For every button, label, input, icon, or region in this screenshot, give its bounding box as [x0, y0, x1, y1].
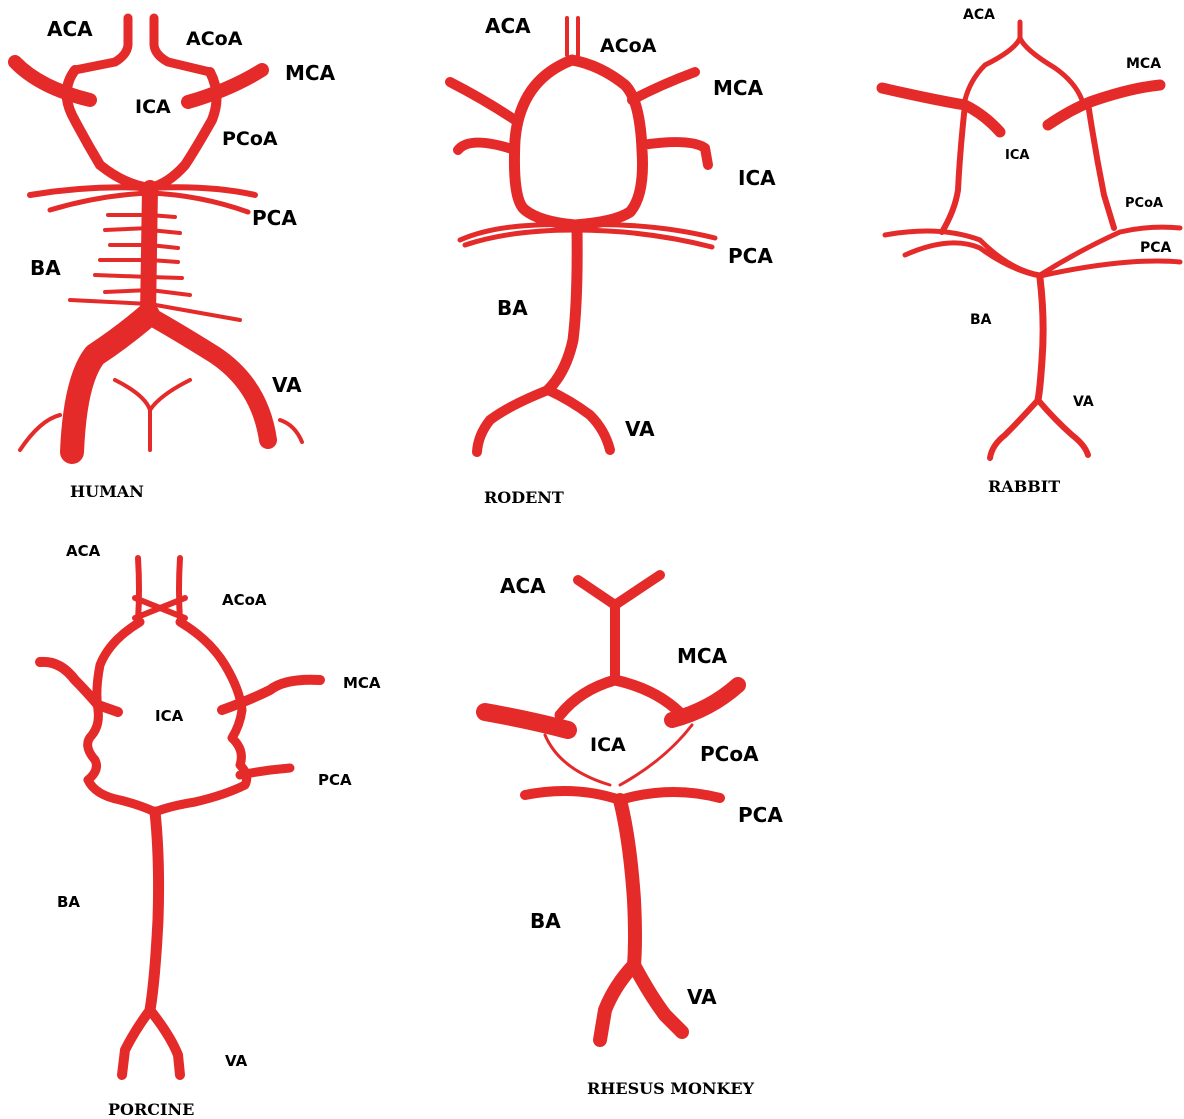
porcine-caption: PORCINE [108, 1100, 194, 1119]
human-perforators-left [70, 215, 150, 304]
rodent-va-label: VA [625, 417, 655, 441]
rabbit-mca-right [1048, 85, 1160, 125]
rodent-circle [514, 60, 642, 225]
human-va-left [72, 315, 148, 452]
rhesus-ba-label: BA [530, 909, 561, 933]
rhesus-pca-label: PCA [738, 803, 783, 827]
porcine-circle-left [88, 622, 155, 812]
porcine-pca-right [240, 768, 290, 775]
rabbit-va-label: VA [1073, 394, 1094, 410]
human-pcoa-label: PCoA [222, 128, 278, 150]
rhesus-mca-right [672, 685, 738, 720]
porcine-va-label: VA [225, 1052, 248, 1070]
human-acoa-label: ACoA [186, 28, 243, 50]
rodent-ba-label: BA [497, 296, 528, 320]
human-ica-label: ICA [135, 96, 171, 118]
rhesus-va [600, 965, 682, 1040]
porcine-ica-left [40, 662, 98, 705]
human-circle-left [67, 70, 150, 188]
panel-rodent [450, 18, 715, 452]
rodent-mca-left [450, 82, 515, 120]
rabbit-ba [1038, 278, 1043, 400]
rabbit-ica-label: ICA [1005, 148, 1029, 163]
rabbit-mca-left [882, 88, 1000, 132]
rhesus-aca [578, 575, 660, 680]
rodent-ica-right [642, 142, 708, 165]
porcine-mca-left [98, 705, 118, 712]
rabbit-aca-label: ACA [963, 7, 995, 23]
rodent-va-right [548, 390, 610, 450]
rodent-ba [548, 228, 577, 390]
rabbit-pcoa-label: PCoA [1125, 196, 1163, 211]
porcine-aca [135, 558, 185, 620]
rhesus-caption: RHESUS MONKEY [587, 1079, 755, 1098]
porcine-ba [150, 812, 159, 1010]
rodent-acoa-label: ACoA [600, 35, 657, 57]
rhesus-ica-label: ICA [590, 734, 626, 756]
human-mca-label: MCA [285, 61, 336, 85]
porcine-ba-label: BA [57, 893, 80, 911]
human-aca-label: ACA [47, 17, 93, 41]
rhesus-ba [620, 800, 635, 965]
rodent-aca [567, 18, 578, 55]
rodent-va-left [477, 390, 548, 452]
human-perforators-right [150, 215, 240, 320]
rabbit-mca-label: MCA [1126, 56, 1161, 72]
rabbit-circle-right [1088, 103, 1114, 228]
human-pca-label: PCA [252, 206, 297, 230]
rhesus-mca-label: MCA [677, 644, 728, 668]
rabbit-pca [885, 227, 1180, 276]
rhesus-va-label: VA [687, 985, 717, 1009]
human-va-right [148, 315, 268, 440]
human-caption: HUMAN [70, 482, 144, 501]
porcine-acoa-label: ACoA [222, 591, 267, 609]
panel-rhesus-labels: ACA MCA ICA PCoA PCA BA VA RHESUS MONKEY [500, 574, 783, 1098]
rodent-caption: RODENT [484, 488, 564, 507]
human-ba [148, 188, 150, 315]
rodent-mca-right [632, 72, 695, 100]
rabbit-circle-left [942, 105, 965, 232]
panel-rabbit [882, 22, 1180, 458]
rabbit-aca [965, 22, 1082, 100]
rabbit-pca-label: PCA [1140, 240, 1172, 256]
rhesus-aca-label: ACA [500, 574, 546, 598]
rodent-mca-label: MCA [713, 76, 764, 100]
porcine-va [122, 1010, 180, 1075]
panel-human [15, 18, 302, 452]
rhesus-pcoa-label: PCoA [700, 742, 759, 766]
rodent-ica-label: ICA [738, 166, 776, 190]
porcine-aca-label: ACA [66, 542, 101, 560]
human-va-label: VA [272, 373, 302, 397]
porcine-pca-label: PCA [318, 771, 352, 789]
panel-porcine [40, 558, 320, 1075]
human-ba-label: BA [30, 256, 61, 280]
rhesus-circle [560, 680, 685, 718]
rodent-aca-label: ACA [485, 14, 531, 38]
rabbit-ba-label: BA [970, 312, 992, 328]
rabbit-caption: RABBIT [988, 477, 1060, 496]
human-mca-right [188, 70, 262, 102]
rodent-pca-label: PCA [728, 244, 773, 268]
porcine-ica-label: ICA [155, 707, 184, 725]
panel-porcine-labels: ACA ACoA MCA ICA PCA BA VA PORCINE [57, 542, 381, 1119]
rodent-ica-left [458, 143, 515, 151]
rodent-pca [460, 225, 715, 247]
porcine-mca-label: MCA [343, 674, 381, 692]
